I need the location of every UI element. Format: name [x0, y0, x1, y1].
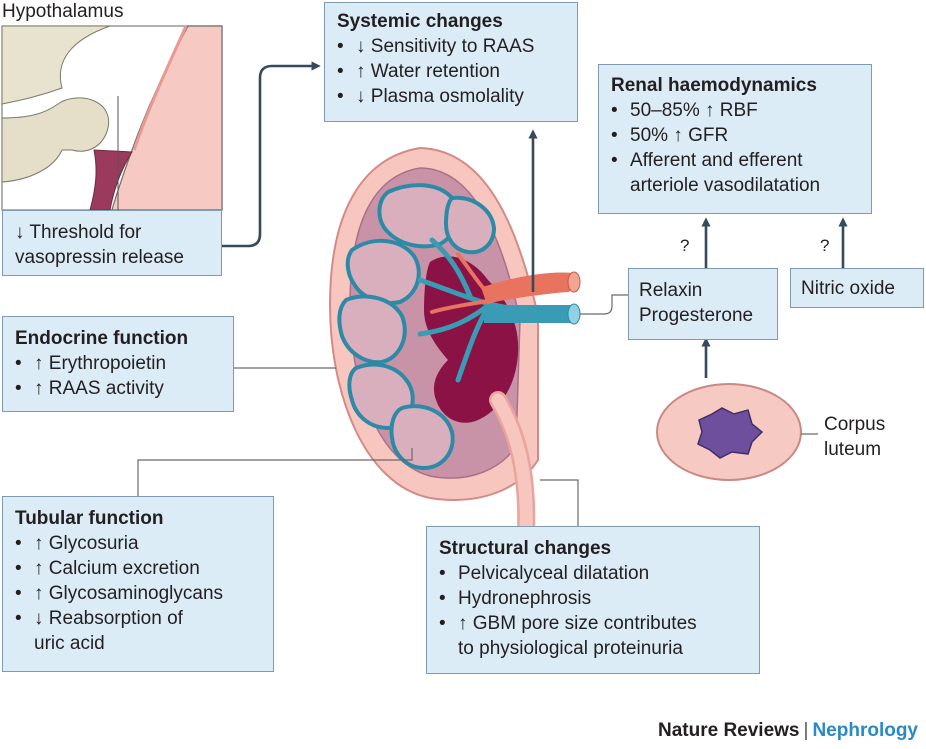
renal-item-text: Afferent and efferent [630, 150, 803, 171]
list-item: • ↑ Water retention [337, 59, 577, 84]
list-item: • Pelvicalyceal dilatation [439, 561, 759, 586]
hypothalamus-illustration [1, 25, 223, 212]
nitric-oxide-text: Nitric oxide [801, 278, 895, 299]
arrow-vasopressin-to-systemic [222, 61, 321, 248]
list-item: to physiological proteinuria [439, 636, 759, 661]
bullet: • [15, 583, 22, 604]
kidney-illustration [328, 146, 581, 539]
journal-credit: Nature Reviews|Nephrology [658, 720, 918, 742]
credit-separator: | [803, 720, 809, 741]
list-item: • Afferent and efferent [611, 148, 871, 173]
vasopressin-box: ↓ Threshold for vasopressin release [2, 210, 222, 276]
leader-tubular [137, 448, 413, 496]
list-item: • 50–85% ↑ RBF [611, 98, 871, 123]
list-item: uric acid [15, 631, 273, 656]
systemic-item-text: ↑ Water retention [356, 61, 500, 82]
nitric-oxide-box: Nitric oxide [790, 268, 924, 308]
bullet: • [337, 36, 344, 57]
corpus-label-line-2: luteum [824, 439, 882, 460]
bullet: • [337, 86, 344, 107]
corpus-label-line-1: Corpus [824, 414, 886, 435]
hypothalamus-label: Hypothalamus [2, 1, 124, 22]
systemic-item-text: ↓ Sensitivity to RAAS [356, 36, 535, 57]
structural-item-text: Hydronephrosis [458, 588, 592, 609]
vasopressin-line-1: ↓ Threshold for [15, 222, 142, 243]
structural-title: Structural changes [439, 538, 612, 559]
journal-section: Nephrology [812, 720, 918, 741]
tubular-item-text: ↑ Glycosaminoglycans [34, 583, 224, 604]
structural-item-text: Pelvicalyceal dilatation [458, 563, 650, 584]
renal-item-text: 50% ↑ GFR [630, 125, 729, 146]
list-item: • ↑ GBM pore size contributes [439, 611, 759, 636]
tubular-item-text: ↓ Reabsorption of [34, 608, 183, 629]
list-item: • Hydronephrosis [439, 586, 759, 611]
list-item: • ↑ Glycosuria [15, 531, 273, 556]
bullet: • [611, 125, 618, 146]
connector-relaxin [580, 294, 628, 315]
renal-item-text: arteriole vasodilatation [630, 175, 821, 196]
list-item: • ↑ Glycosaminoglycans [15, 581, 273, 606]
bullet: • [15, 353, 22, 374]
list-item: • ↑ Calcium excretion [15, 556, 273, 581]
list-item: • ↓ Plasma osmolality [337, 84, 577, 109]
bullet: • [611, 150, 618, 171]
tubular-item-text: ↑ Calcium excretion [34, 558, 200, 579]
bullet: • [439, 563, 446, 584]
renal-haemodynamics-box: Renal haemodynamics • 50–85% ↑ RBF • 50% ↑… [598, 64, 872, 214]
journal-name: Nature Reviews [657, 720, 800, 741]
list-item: • ↑ RAAS activity [15, 376, 233, 401]
endocrine-title: Endocrine function [15, 328, 189, 349]
relaxin-line: Relaxin [639, 280, 703, 301]
bullet: • [439, 588, 446, 609]
nitric-question-mark: ? [820, 236, 830, 255]
relaxin-progesterone-box: Relaxin Progesterone [628, 268, 778, 340]
structural-changes-box: Structural changes • Pelvicalyceal dilata… [426, 526, 760, 674]
bullet: • [15, 558, 22, 579]
leader-structural [540, 479, 579, 526]
corpus-luteum-illustration [656, 383, 818, 481]
relaxin-question-mark: ? [680, 236, 690, 255]
structural-item-text: to physiological proteinuria [458, 638, 683, 659]
bullet: • [337, 61, 344, 82]
bullet: • [15, 378, 22, 399]
systemic-title: Systemic changes [337, 11, 503, 32]
structural-item-text: ↑ GBM pore size contributes [458, 613, 697, 634]
renal-title: Renal haemodynamics [611, 75, 817, 96]
bullet: • [439, 613, 446, 634]
tubular-function-box: Tubular function • ↑ Glycosuria • ↑ Calciu… [2, 496, 274, 672]
list-item: arteriole vasodilatation [611, 173, 871, 198]
bullet: • [15, 608, 22, 629]
bullet: • [611, 100, 618, 121]
tubular-title: Tubular function [15, 508, 164, 529]
list-item: • 50% ↑ GFR [611, 123, 871, 148]
endocrine-item-text: ↑ RAAS activity [34, 378, 164, 399]
list-item: • ↑ Erythropoietin [15, 351, 233, 376]
endocrine-function-box: Endocrine function • ↑ Erythropoietin • ↑ … [2, 316, 234, 412]
list-item: • ↓ Sensitivity to RAAS [337, 34, 577, 59]
bullet: • [15, 533, 22, 554]
renal-item-text: 50–85% ↑ RBF [630, 100, 758, 121]
tubular-item-text: uric acid [34, 633, 105, 654]
vasopressin-line-2: vasopressin release [15, 247, 184, 268]
corpus-luteum-label: Corpus luteum [824, 412, 885, 462]
systemic-item-text: ↓ Plasma osmolality [356, 86, 524, 107]
progesterone-line: Progesterone [639, 305, 754, 326]
tubular-item-text: ↑ Glycosuria [34, 533, 139, 554]
list-item: • ↓ Reabsorption of [15, 606, 273, 631]
endocrine-item-text: ↑ Erythropoietin [34, 353, 167, 374]
systemic-changes-box: Systemic changes •↓ Sensitivity to RAAS … [324, 2, 578, 122]
